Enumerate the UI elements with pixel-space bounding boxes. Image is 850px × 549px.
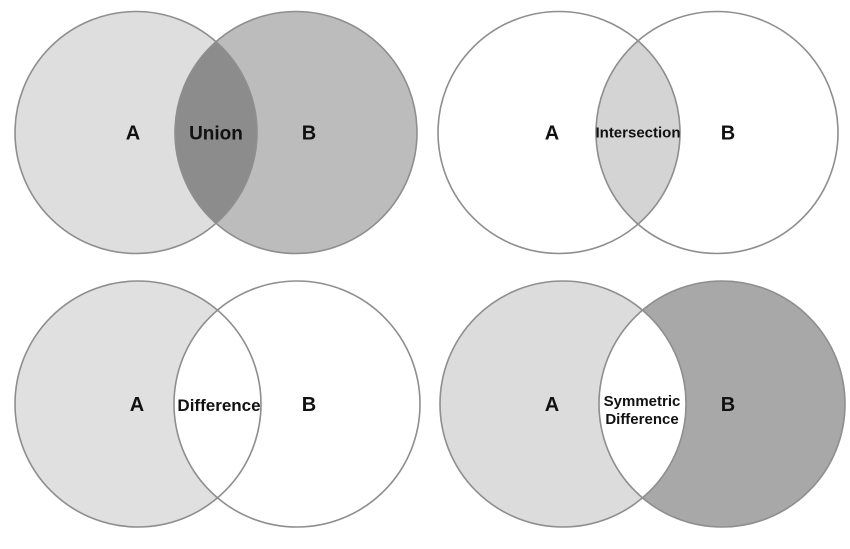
circle-a-outline [439,280,687,528]
overlap-region [174,281,261,527]
venn-diagram-intersection: A Intersection B [437,10,839,255]
set-b-label: B [302,394,316,416]
venn-diagram-union: A Union B [14,10,418,255]
set-b-label: B [721,394,735,416]
set-a-label: A [126,123,140,145]
operation-label-line1: Symmetric [604,393,681,410]
operation-label-line2: Difference [605,411,678,428]
circle-b-outline [173,280,421,528]
venn-diagram-symmetric-difference: A Symmetric Difference B [439,280,846,528]
set-b-label: B [302,123,316,145]
overlap-region [596,11,680,254]
set-a-label: A [130,394,144,416]
set-a-label: A [545,394,559,416]
overlap-region [175,11,257,254]
set-b-label: B [721,123,735,145]
overlap-region [599,281,686,527]
set-a-label: A [545,123,559,145]
venn-diagram-difference: A Difference B [14,280,421,528]
operation-label: Union [189,124,243,145]
circle-a-outline [14,280,262,528]
circle-a-outline [14,10,258,255]
circle-b-outline [174,10,418,255]
circle-a-outline [437,10,681,255]
operation-label: Difference [177,396,260,415]
circle-b-outline [598,280,846,528]
operation-label: Intersection [595,125,680,142]
circle-b-outline [595,10,839,255]
